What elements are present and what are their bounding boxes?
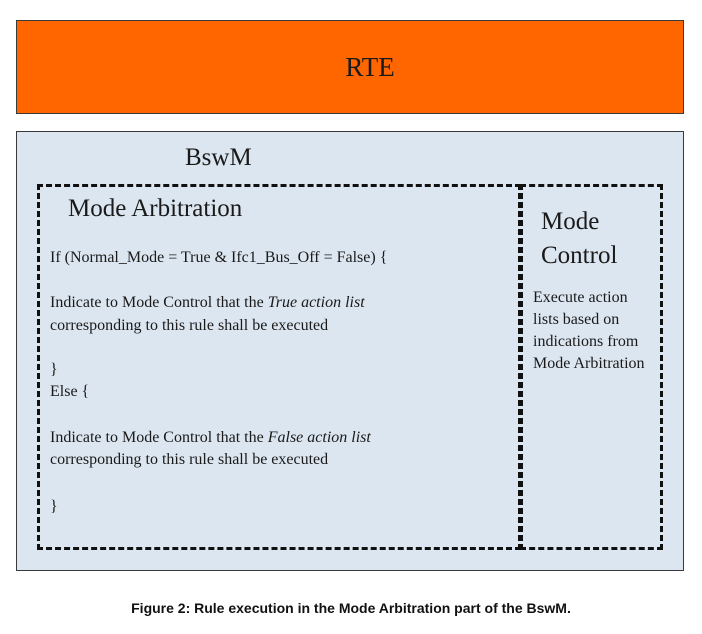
false-action-list-term: False action list [267,429,371,446]
mode-arbitration-title: Mode Arbitration [68,195,243,222]
rule-if-condition: If (Normal_Mode = True & Ifc1_Bus_Off = … [50,249,388,266]
true-action-list-term: True action list [267,294,365,311]
rte-label: RTE [345,51,395,82]
figure-caption: Figure 2: Rule execution in the Mode Arb… [131,600,571,616]
bswm-block: BswM Mode Arbitration If (Normal_Mode = … [16,131,684,571]
close-brace-else: } [50,498,58,515]
mode-control-description: Execute action lists based on indication… [533,289,645,372]
mode-control-title-line-2: Control [541,242,618,269]
false-action-line-2: corresponding to this rule shall be exec… [50,451,329,468]
bswm-label: BswM [185,144,252,171]
mode-arbitration-block: Mode Arbitration If (Normal_Mode = True … [37,184,521,550]
close-brace-if: } [50,361,58,378]
true-action-text: Indicate to Mode Control that the [50,294,268,311]
mode-control-title-line-1: Mode [541,208,600,235]
mode-control-block: Mode Control Execute action lists based … [520,184,663,550]
rule-else: Else { [50,383,90,400]
false-action-text: Indicate to Mode Control that the [50,429,268,446]
true-action-line-1: Indicate to Mode Control that the True a… [50,294,365,312]
false-action-line-1: Indicate to Mode Control that the False … [50,429,371,447]
true-action-line-2: corresponding to this rule shall be exec… [50,317,329,334]
rte-block: RTE [16,20,684,114]
mode-control-title: Mode Control [541,205,617,273]
